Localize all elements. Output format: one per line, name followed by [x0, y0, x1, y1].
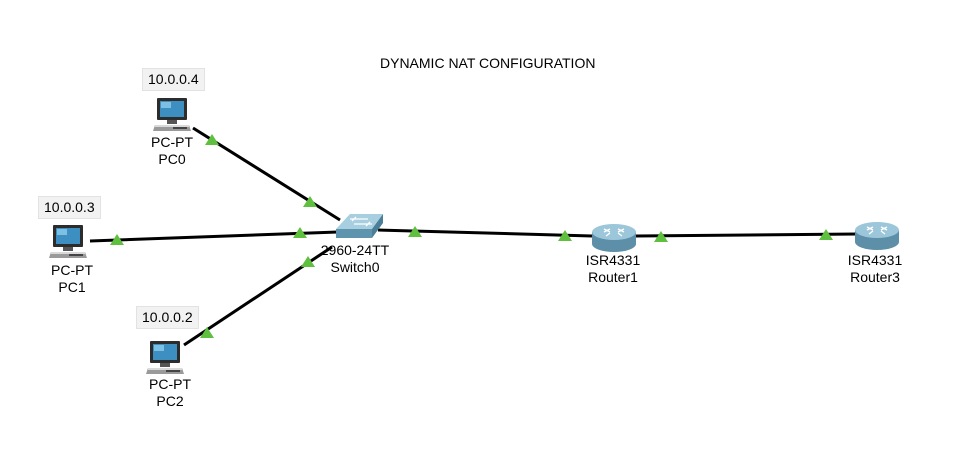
pc-icon[interactable] — [153, 98, 191, 131]
diagram-title: DYNAMIC NAT CONFIGURATION — [380, 55, 596, 71]
device-name-switch0: Switch0 — [330, 259, 380, 275]
status-up-icon — [819, 229, 833, 240]
status-up-icon — [110, 234, 124, 245]
switch-icon[interactable] — [336, 214, 383, 238]
device-name-pc1: PC1 — [58, 279, 86, 295]
link-router1-router3 — [635, 232, 858, 238]
pc-icon[interactable] — [146, 341, 184, 374]
status-up-icon — [654, 231, 668, 242]
router-icon[interactable] — [854, 221, 900, 251]
pc-icon[interactable] — [49, 225, 87, 258]
device-name-pc2: PC2 — [156, 393, 184, 409]
status-up-icon — [408, 226, 422, 237]
device-model-pc0: PC-PT — [151, 134, 193, 150]
status-up-icon — [293, 227, 307, 238]
ip-label-pc1: 10.0.0.3 — [38, 196, 101, 219]
status-up-icon — [301, 256, 315, 267]
device-name-pc0: PC0 — [158, 151, 186, 167]
device-name-router3: Router3 — [850, 269, 900, 285]
device-model-router3: ISR4331 — [847, 252, 903, 268]
status-up-icon — [200, 327, 214, 338]
ip-label-pc0: 10.0.0.4 — [142, 68, 205, 91]
ip-label-pc2: 10.0.0.2 — [136, 306, 199, 329]
device-model-pc2: PC-PT — [149, 376, 191, 392]
device-model-pc1: PC-PT — [51, 262, 93, 278]
device-name-router1: Router1 — [588, 269, 638, 285]
device-model-switch0: 2960-24TT — [320, 242, 390, 258]
status-up-icon — [303, 196, 317, 207]
link-status-indicators — [110, 134, 833, 338]
status-up-icon — [558, 230, 572, 241]
router-icon[interactable] — [591, 223, 637, 253]
device-model-router1: ISR4331 — [585, 252, 641, 268]
status-up-icon — [205, 134, 219, 145]
